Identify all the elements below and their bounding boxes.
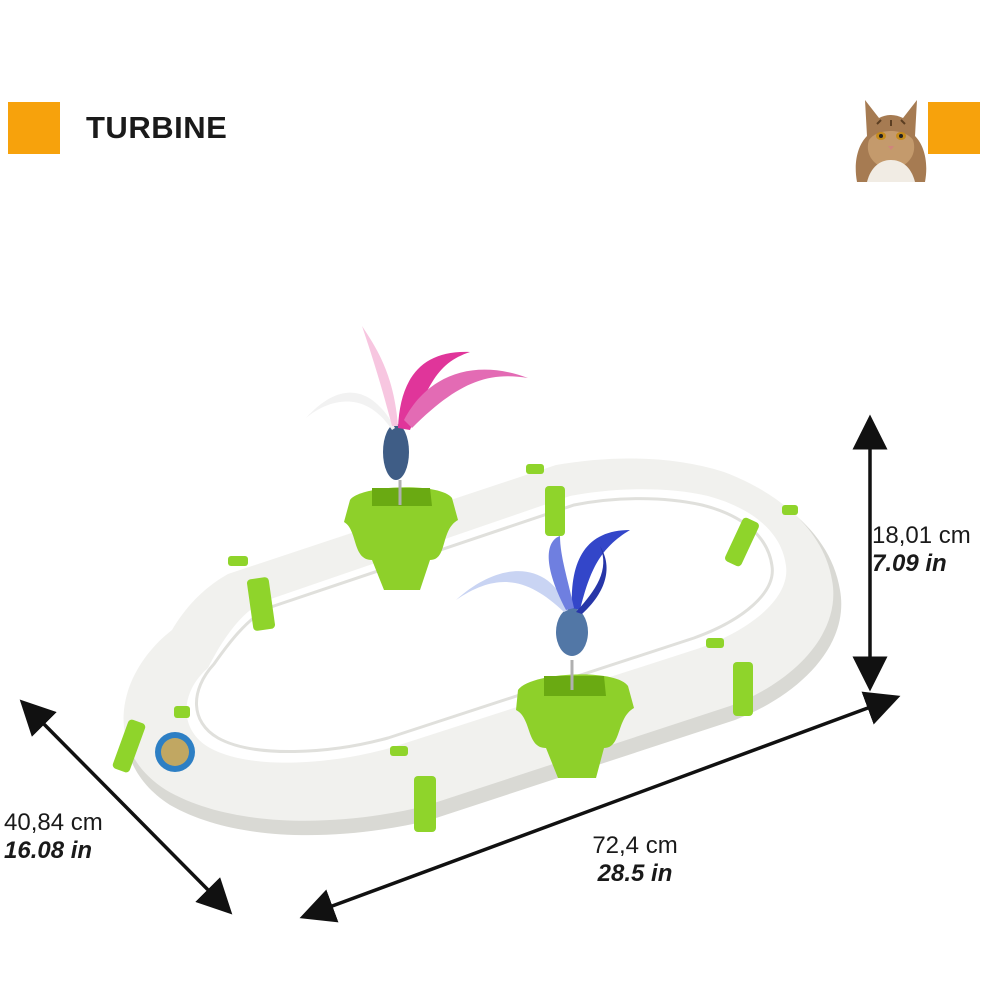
depth-arrow bbox=[19, 699, 233, 915]
length-arrow bbox=[299, 691, 901, 923]
orange-swatch-right bbox=[928, 102, 980, 154]
depth-dimension: 40,84 cm 16.08 in bbox=[4, 809, 132, 865]
length-dimension: 72,4 cm 28.5 in bbox=[560, 832, 710, 888]
height-dimension: 18,01 cm 7.09 in bbox=[872, 522, 1000, 578]
length-in: 28.5 in bbox=[597, 860, 673, 887]
product-title: TURBINE bbox=[86, 110, 228, 145]
cat-photo-icon bbox=[855, 100, 927, 182]
orange-swatch-left bbox=[8, 102, 60, 154]
depth-in: 16.08 in bbox=[4, 837, 93, 864]
height-in: 7.09 in bbox=[872, 550, 947, 577]
height-cm: 18,01 cm bbox=[872, 522, 971, 549]
depth-cm: 40,84 cm bbox=[4, 809, 103, 836]
pink-feather-turbine bbox=[306, 326, 528, 590]
length-cm: 72,4 cm bbox=[592, 832, 678, 859]
